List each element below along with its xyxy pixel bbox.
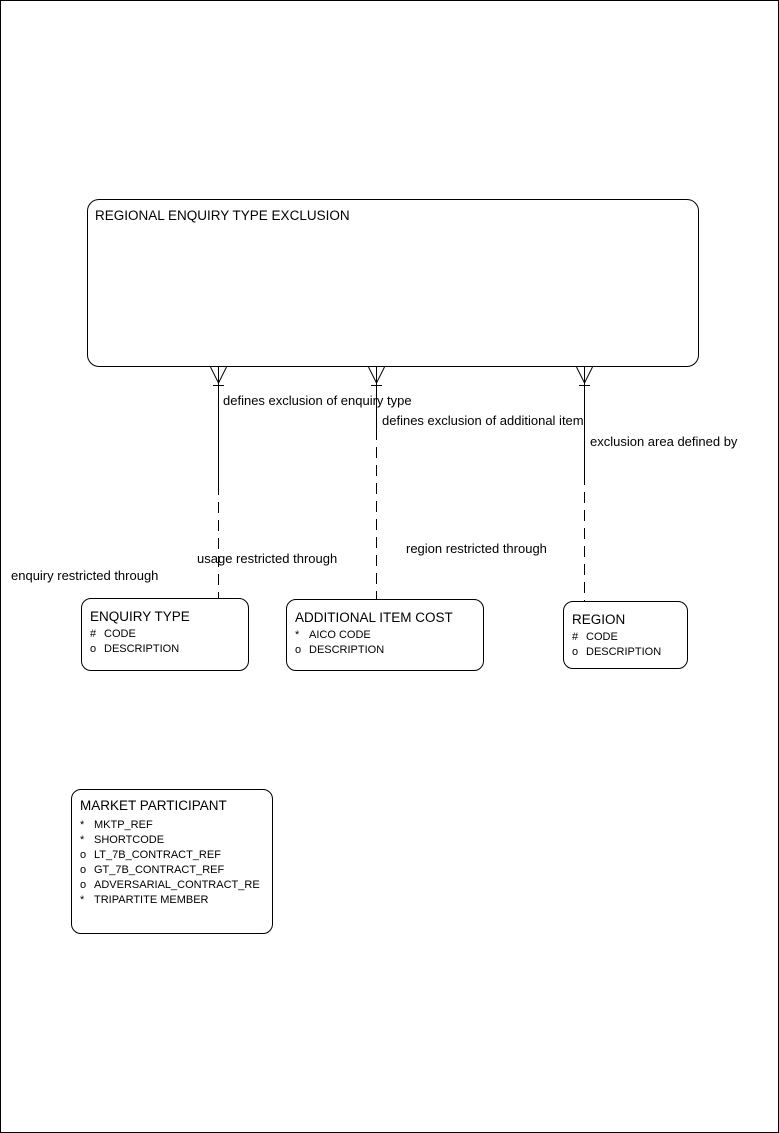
attribute-name: ADVERSARIAL_CONTRACT_RE (94, 879, 260, 891)
attribute-optionality-mark: * (295, 629, 300, 641)
attribute-name: CODE (586, 631, 618, 643)
attribute-optionality-mark: o (572, 646, 579, 658)
relationship-label-usage-restricted-through: usage restricted through (197, 551, 338, 566)
entity-market-participant: MARKET PARTICIPANT * MKTP_REF * SHORTCODE … (71, 789, 273, 934)
attribute-name: DESCRIPTION (104, 643, 180, 655)
attribute-name: AICO CODE (309, 629, 371, 641)
relationship-line-region (576, 366, 593, 601)
attribute-row: * AICO CODE (295, 628, 483, 643)
attribute-name: SHORTCODE (94, 834, 165, 846)
attribute-row: o DESCRIPTION (295, 643, 483, 658)
attribute-optionality-mark: * (80, 894, 85, 906)
attribute-optionality-mark: # (572, 631, 579, 643)
attribute-list: # CODE o DESCRIPTION (564, 630, 687, 660)
relationship-label-region-restricted-through: region restricted through (406, 541, 547, 556)
entity-title: REGIONAL ENQUIRY TYPE EXCLUSION (95, 208, 350, 223)
attribute-optionality-mark: o (295, 644, 302, 656)
attribute-name: DESCRIPTION (309, 644, 385, 656)
attribute-name: GT_7B_CONTRACT_REF (94, 864, 225, 876)
attribute-row: o ADVERSARIAL_CONTRACT_RE (80, 878, 272, 893)
attribute-row: * TRIPARTITE MEMBER (80, 893, 272, 908)
entity-title: ADDITIONAL ITEM COST (295, 610, 453, 625)
attribute-optionality-mark: o (80, 864, 87, 876)
relationship-label-exclusion-area-defined-by: exclusion area defined by (590, 434, 738, 449)
attribute-optionality-mark: o (90, 643, 97, 655)
relationship-label-defines-exclusion-of-additional-item: defines exclusion of additional item (382, 413, 584, 428)
attribute-row: # CODE (572, 630, 687, 645)
entity-title: MARKET PARTICIPANT (80, 798, 227, 813)
attribute-optionality-mark: o (80, 879, 87, 891)
attribute-row: # CODE (90, 627, 248, 642)
attribute-name: TRIPARTITE MEMBER (94, 894, 209, 906)
crow-foot-icon (368, 366, 385, 384)
attribute-list: * MKTP_REF * SHORTCODE o LT_7B_CONTRACT_REF… (72, 818, 272, 908)
attribute-list: # CODE o DESCRIPTION (82, 627, 248, 657)
entity-additional-item-cost: ADDITIONAL ITEM COST * AICO CODE o DESCRIP… (286, 599, 484, 671)
entity-region: REGION # CODE o DESCRIPTION (563, 601, 688, 669)
crow-foot-icon (210, 366, 227, 384)
attribute-row: * SHORTCODE (80, 833, 272, 848)
entity-title: REGION (572, 612, 626, 627)
attribute-name: DESCRIPTION (586, 646, 662, 658)
attribute-optionality-mark: * (80, 834, 85, 846)
entity-title: ENQUIRY TYPE (90, 609, 190, 624)
attribute-name: CODE (104, 628, 136, 640)
attribute-optionality-mark: * (80, 819, 85, 831)
attribute-list: * AICO CODE o DESCRIPTION (287, 628, 483, 658)
relationship-label-defines-exclusion-of-enquiry-type: defines exclusion of enquiry type (223, 393, 412, 408)
attribute-row: o LT_7B_CONTRACT_REF (80, 848, 272, 863)
attribute-row: o GT_7B_CONTRACT_REF (80, 863, 272, 878)
attribute-row: * MKTP_REF (80, 818, 272, 833)
entity-regional-enquiry-type-exclusion: REGIONAL ENQUIRY TYPE EXCLUSION (87, 199, 699, 367)
attribute-optionality-mark: # (90, 628, 97, 640)
attribute-optionality-mark: o (80, 849, 87, 861)
crow-foot-icon (576, 366, 593, 384)
entity-enquiry-type: ENQUIRY TYPE # CODE o DESCRIPTION (81, 598, 249, 671)
attribute-row: o DESCRIPTION (90, 642, 248, 657)
attribute-row: o DESCRIPTION (572, 645, 687, 660)
relationship-label-enquiry-restricted-through: enquiry restricted through (11, 568, 159, 583)
attribute-name: MKTP_REF (94, 819, 153, 831)
attribute-name: LT_7B_CONTRACT_REF (94, 849, 221, 861)
